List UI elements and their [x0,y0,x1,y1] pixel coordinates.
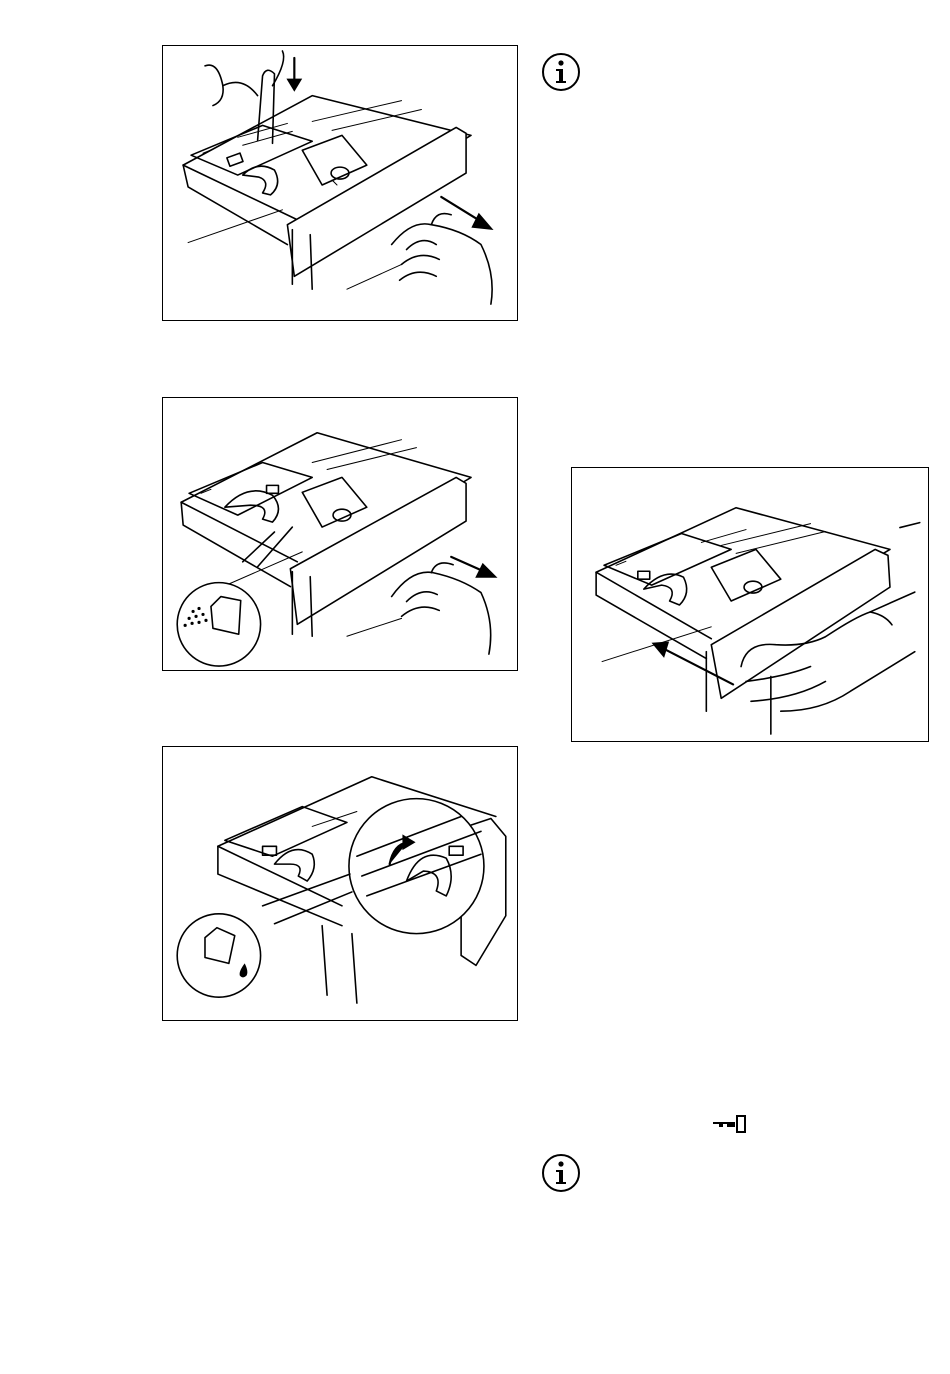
information-icon [541,1153,581,1193]
figure-liquid-flap [162,746,518,1021]
figure-remove-drawer [162,45,518,321]
information-icon [541,52,581,92]
figure-insert-drawer [571,467,929,742]
key-symbol-icon [711,1114,751,1134]
figure-powder-flap [162,397,518,671]
